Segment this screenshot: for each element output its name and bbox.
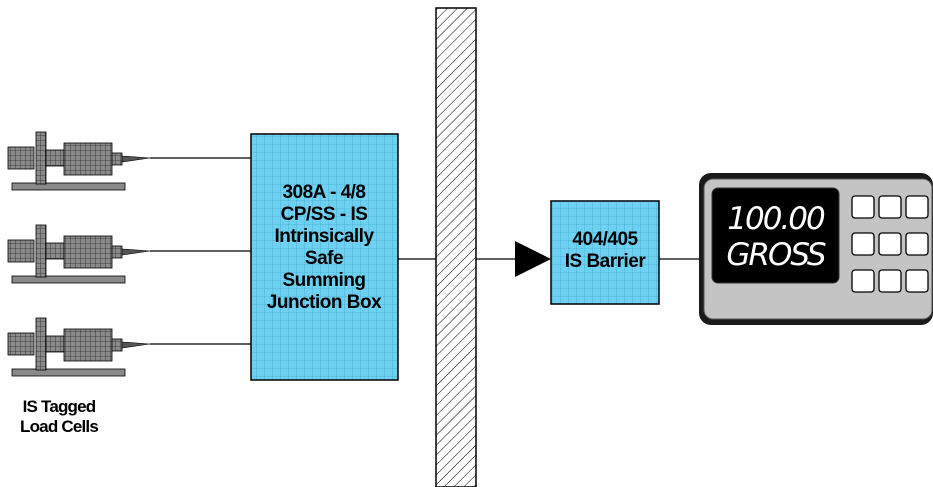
signal-arrow-icon bbox=[515, 241, 551, 277]
hazard-wall bbox=[435, 7, 477, 487]
load-cell-icon bbox=[7, 224, 151, 284]
key-icon bbox=[851, 232, 875, 256]
junction-box-line: Intrinsically bbox=[274, 226, 374, 247]
wires bbox=[150, 157, 699, 345]
key-icon bbox=[878, 232, 902, 256]
key-icon bbox=[905, 232, 929, 256]
load-cells-line: Load Cells bbox=[20, 417, 99, 436]
load-cell-icon bbox=[7, 317, 151, 377]
junction-box-label: 308A - 4/8 CP/SS - IS Intrinsically Safe… bbox=[250, 182, 398, 314]
display-value: 100.00 bbox=[727, 201, 825, 237]
junction-box-line: CP/SS - IS bbox=[280, 204, 368, 225]
key-icon bbox=[878, 195, 902, 219]
key-icon bbox=[851, 269, 875, 293]
junction-box-line: Safe bbox=[304, 248, 344, 269]
load-cells-label: IS Tagged Load Cells bbox=[14, 397, 104, 437]
indicator-display bbox=[711, 187, 840, 284]
junction-box-line: 308A - 4/8 bbox=[282, 182, 366, 203]
junction-box-line: Summing bbox=[282, 270, 366, 291]
barrier-label: 404/405 IS Barrier bbox=[551, 229, 659, 273]
load-cell-group bbox=[7, 131, 151, 377]
indicator-keypad bbox=[851, 195, 929, 293]
weight-indicator bbox=[699, 173, 933, 325]
display-mode: GROSS bbox=[726, 237, 826, 273]
load-cells-line: IS Tagged bbox=[22, 397, 97, 416]
junction-box bbox=[250, 133, 399, 381]
barrier-line: 404/405 bbox=[572, 229, 638, 250]
key-icon bbox=[878, 269, 902, 293]
key-icon bbox=[905, 195, 929, 219]
junction-box-line: Junction Box bbox=[266, 292, 382, 313]
barrier-line: IS Barrier bbox=[564, 251, 646, 272]
key-icon bbox=[851, 195, 875, 219]
key-icon bbox=[905, 269, 929, 293]
is-barrier-box bbox=[550, 200, 660, 305]
load-cell-icon bbox=[7, 131, 151, 191]
